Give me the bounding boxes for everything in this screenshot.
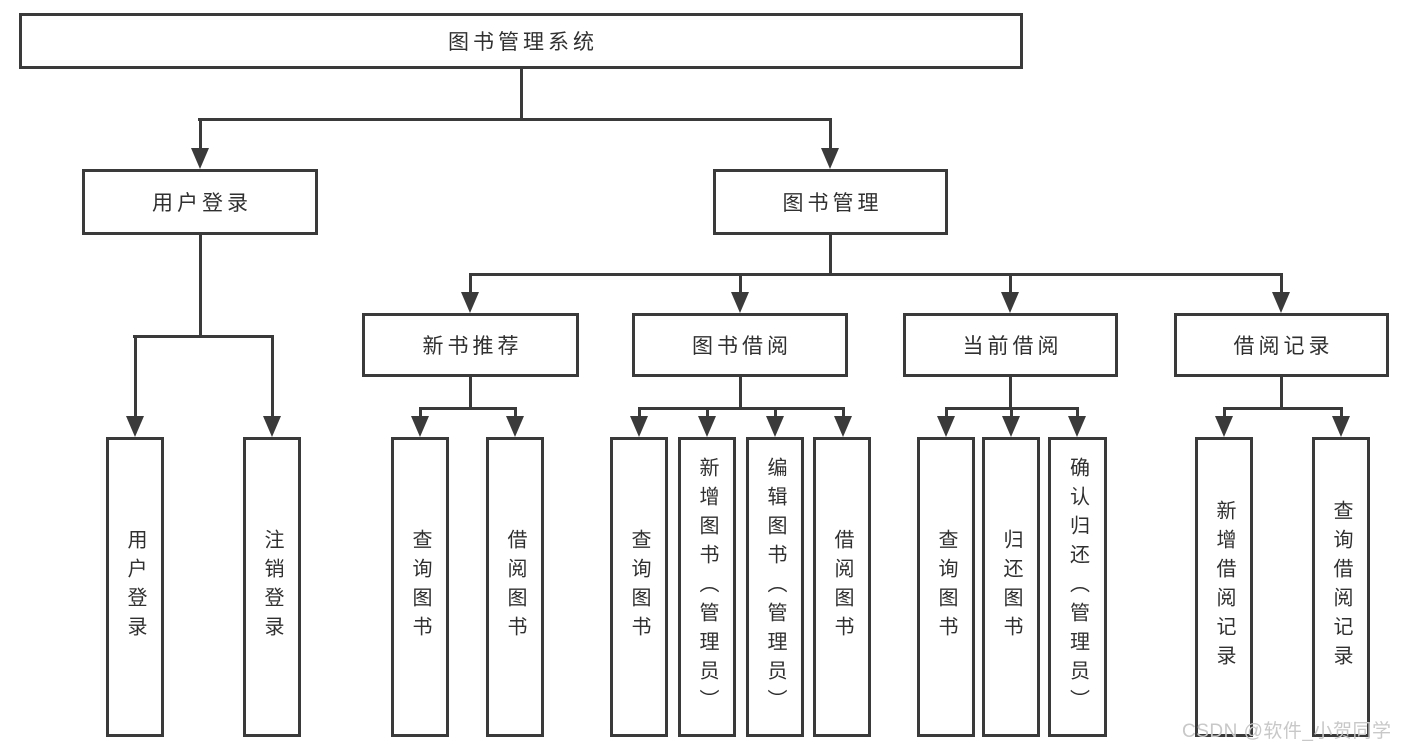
node-new-book-recommend: 新书推荐 [362, 313, 579, 377]
connector-arrowhead-down [411, 416, 429, 437]
csdn-watermark: CSDN @软件_小贺同学 [1182, 721, 1392, 742]
connector-drop [774, 407, 777, 418]
node-user-login: 用户登录 [82, 169, 318, 235]
connector-drop [199, 118, 202, 150]
node-add-books-admin: 新增图书（管理员） [678, 437, 736, 737]
node-add-borrow-record: 新增借阅记录 [1195, 437, 1253, 737]
connector-arrowhead-down [821, 148, 839, 169]
node-label: 图书借阅 [692, 335, 792, 358]
connector-arrowhead-down [698, 416, 716, 437]
node-borrowing-records: 借阅记录 [1174, 313, 1389, 377]
connector-splitter [133, 335, 274, 338]
connector-drop [1223, 407, 1226, 418]
connector-drop [739, 273, 742, 294]
node-label: 图书管理系统 [448, 31, 598, 54]
connector-arrowhead-down [937, 416, 955, 437]
connector-drop [706, 407, 709, 418]
connector-stem [829, 235, 832, 276]
node-label: 借阅图书 [831, 529, 853, 645]
node-edit-books-admin: 编辑图书（管理员） [746, 437, 804, 737]
connector-drop [945, 407, 948, 418]
connector-arrowhead-down [191, 148, 209, 169]
node-label: 查询图书 [628, 529, 650, 645]
connector-drop [829, 118, 832, 150]
connector-arrowhead-down [1001, 292, 1019, 313]
node-label: 查询借阅记录 [1330, 500, 1352, 674]
connector-drop [134, 335, 137, 418]
connector-drop [514, 407, 517, 418]
connector-drop [1280, 273, 1283, 294]
connector-splitter [419, 407, 517, 410]
connector-drop [638, 407, 641, 418]
connector-arrowhead-down [506, 416, 524, 437]
connector-splitter [1223, 407, 1343, 410]
connector-arrowhead-down [1215, 416, 1233, 437]
connector-drop [842, 407, 845, 418]
connector-drop [1076, 407, 1079, 418]
node-label: 用户登录 [152, 192, 252, 215]
node-user-login-leaf: 用户登录 [106, 437, 164, 737]
node-logout: 注销登录 [243, 437, 301, 737]
node-label: 新书推荐 [422, 335, 523, 358]
connector-drop [469, 273, 472, 294]
connector-splitter [638, 407, 845, 410]
node-label: 归还图书 [1000, 529, 1022, 645]
node-current-borrowing: 当前借阅 [903, 313, 1118, 377]
node-query-books-borrowing: 查询图书 [610, 437, 668, 737]
connector-drop [271, 335, 274, 418]
node-query-borrow-record: 查询借阅记录 [1312, 437, 1370, 737]
connector-stem [199, 235, 202, 338]
connector-stem [1280, 377, 1283, 410]
connector-arrowhead-down [1332, 416, 1350, 437]
connector-drop [1340, 407, 1343, 418]
node-label: 新增图书（管理员） [696, 456, 718, 718]
connector-arrowhead-down [766, 416, 784, 437]
node-library-management-system: 图书管理系统 [19, 13, 1023, 69]
connector-splitter [198, 118, 831, 121]
node-label: 注销登录 [261, 529, 283, 645]
connector-arrowhead-down [1002, 416, 1020, 437]
node-query-books-current: 查询图书 [917, 437, 975, 737]
connector-arrowhead-down [1272, 292, 1290, 313]
node-label: 查询图书 [409, 529, 431, 645]
node-borrow-books-recommend: 借阅图书 [486, 437, 544, 737]
connector-arrowhead-down [1068, 416, 1086, 437]
connector-arrowhead-down [461, 292, 479, 313]
connector-stem [520, 68, 523, 121]
connector-drop [1009, 273, 1012, 294]
connector-arrowhead-down [834, 416, 852, 437]
connector-stem [469, 377, 472, 410]
node-return-books: 归还图书 [982, 437, 1040, 737]
node-query-books-recommend: 查询图书 [391, 437, 449, 737]
node-label: 确认归还（管理员） [1066, 456, 1089, 718]
node-label: 当前借阅 [962, 335, 1063, 358]
node-label: 借阅记录 [1233, 335, 1334, 358]
node-label: 查询图书 [935, 529, 957, 645]
node-label: 用户登录 [124, 529, 146, 645]
node-confirm-return-admin: 确认归还（管理员） [1048, 437, 1107, 737]
node-label: 借阅图书 [504, 529, 526, 645]
node-label: 编辑图书（管理员） [764, 456, 786, 718]
node-borrow-books-leaf: 借阅图书 [813, 437, 871, 737]
connector-stem [1009, 377, 1012, 410]
node-label: 图书管理 [782, 192, 883, 215]
connector-splitter [469, 273, 1283, 276]
node-label: 新增借阅记录 [1213, 500, 1235, 674]
node-book-management: 图书管理 [713, 169, 948, 235]
connector-arrowhead-down [630, 416, 648, 437]
connector-arrowhead-down [126, 416, 144, 437]
connector-drop [419, 407, 422, 418]
connector-arrowhead-down [731, 292, 749, 313]
connector-arrowhead-down [263, 416, 281, 437]
connector-stem [739, 377, 742, 410]
connector-drop [1010, 407, 1013, 418]
node-book-borrowing: 图书借阅 [632, 313, 848, 377]
